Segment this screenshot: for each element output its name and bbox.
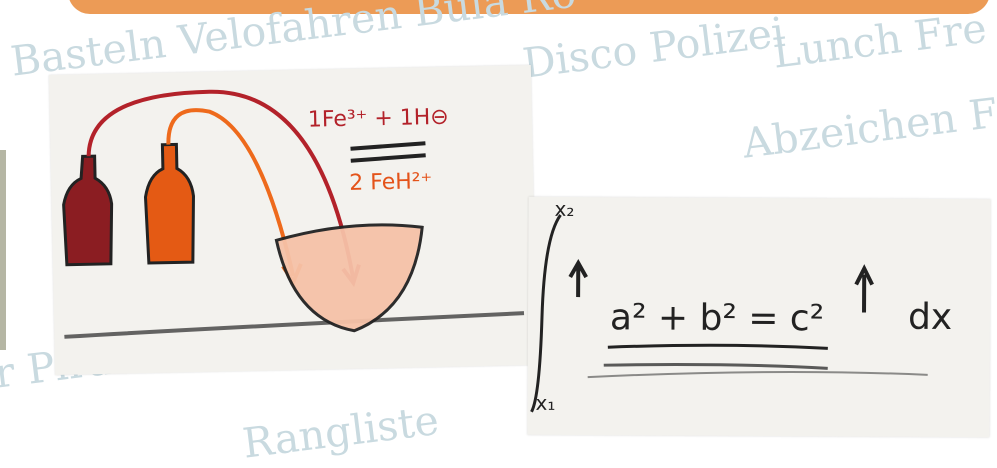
integral-sketch-paper: x₂ x₁ a² + b² = c² dx (527, 196, 991, 438)
watermark-line-2: Lunch Fre (770, 3, 989, 78)
differential: dx (907, 296, 953, 339)
chemistry-sketch-paper: 1Fe³⁺ + 1H⊖ 2 FeH²⁺ (48, 64, 538, 376)
watermark-line-3: Abzeichen F (740, 88, 997, 168)
top-orange-bar (68, 0, 990, 14)
vector-arrow-icon (568, 259, 588, 298)
equation-bottom: 2 FeH²⁺ (348, 169, 433, 196)
bowl-icon (274, 223, 424, 333)
integral-upper-limit: x₂ (554, 196, 575, 222)
equation-top: 1Fe³⁺ + 1H⊖ (307, 104, 449, 133)
integral-sketch (530, 214, 928, 413)
integral-sign-icon (530, 214, 562, 413)
integral-lower-limit: x₁ (535, 390, 556, 415)
chemistry-sketch (62, 89, 525, 339)
orange-bottle-icon (143, 142, 195, 265)
watermark-line-4: Disco Polizei (520, 7, 788, 88)
integrand: a² + b² = c² (609, 297, 825, 340)
red-bottle-icon (62, 154, 114, 267)
left-edge-photo-strip (0, 150, 6, 350)
watermark-line-6: Rangliste (240, 396, 442, 468)
vector-arrow-icon (854, 264, 874, 313)
